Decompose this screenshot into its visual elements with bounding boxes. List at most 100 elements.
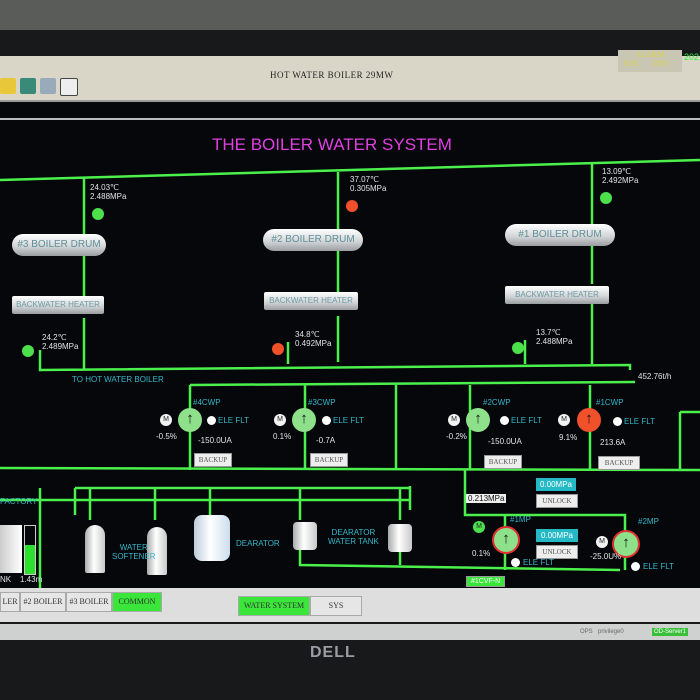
status-bar (0, 624, 700, 640)
motor-icon[interactable]: M (596, 536, 608, 548)
valve-motor-icon[interactable] (22, 345, 34, 357)
clock-icon[interactable] (60, 78, 78, 96)
tab-water-system[interactable]: WATER SYSTEM (238, 596, 310, 616)
pump-percent: -0.5% (156, 432, 177, 441)
pump-2mp-icon[interactable]: ↑ (612, 530, 640, 558)
backup-button[interactable]: BACKUP (194, 453, 232, 467)
dearator-water-tank[interactable] (388, 524, 412, 552)
fault-label: ELE FLT (218, 416, 249, 425)
tank-level: 1.43m (20, 575, 43, 584)
pump-current: 213.6A (600, 438, 626, 447)
pump-percent: 9.1% (559, 433, 578, 442)
fault-label: ELE FLT (643, 562, 674, 571)
unlock-button[interactable]: UNLOCK (536, 494, 578, 508)
boiler-2-drum[interactable]: #2 BOILER DRUM (263, 229, 363, 251)
page-title: THE BOILER WATER SYSTEM (212, 135, 452, 154)
valve-motor-icon[interactable] (600, 192, 612, 204)
pump-name: #2CWP (483, 398, 511, 407)
motor-icon[interactable]: M (558, 414, 570, 426)
dev-button[interactable]: DEV (653, 59, 670, 68)
valve-motor-icon[interactable] (92, 208, 104, 220)
motor-icon[interactable]: M (160, 414, 172, 426)
cvf-button[interactable]: #1CVF-N (466, 576, 506, 587)
motor-icon[interactable]: M (448, 414, 460, 426)
softener-tank[interactable] (85, 525, 105, 573)
main-pressure: 0.213MPa (466, 494, 507, 503)
pump-1cwp-icon[interactable]: ↑ (577, 408, 601, 432)
fault-indicator (631, 562, 640, 571)
pen-icon[interactable] (40, 78, 56, 94)
water-tank[interactable] (0, 525, 22, 573)
pump-name: #3CWP (308, 398, 336, 407)
pump-name: #1MP (510, 515, 531, 524)
pressure-2: 0.00MPa (536, 529, 578, 542)
alarm-label[interactable]: ALARM (635, 50, 665, 59)
pump-3cwp-icon[interactable]: ↑ (292, 408, 316, 432)
pump-current: -0.7A (316, 436, 336, 445)
unlock-button[interactable]: UNLOCK (536, 545, 578, 559)
boiler-1-drum[interactable]: #1 BOILER DRUM (505, 224, 615, 246)
boiler-3-heater[interactable]: BACKWATER HEATER (12, 296, 104, 314)
to-boiler-label: TO HOT WATER BOILER (72, 375, 164, 384)
database-icon[interactable] (20, 78, 36, 94)
tank-level-bar (24, 525, 36, 575)
tab-sys[interactable]: SYS (310, 596, 362, 616)
pump-name: #1CWP (596, 398, 624, 407)
boiler-3-drum[interactable]: #3 BOILER DRUM (12, 234, 106, 256)
dearator-label: DEARATOR (236, 539, 280, 548)
pump-2cwp-icon[interactable]: ↑ (466, 408, 490, 432)
fault-indicator (511, 558, 520, 567)
fault-indicator (500, 416, 509, 425)
factory-label: FACTORY (0, 497, 38, 506)
fault-label: ELE FLT (624, 417, 655, 426)
divider (0, 118, 700, 120)
pump-percent: 0.1% (273, 432, 292, 441)
pressure-1: 0.00MPa (536, 478, 576, 491)
tab-1-boiler[interactable]: LER (0, 592, 20, 612)
fault-label: ELE FLT (333, 416, 364, 425)
fault-indicator (322, 416, 331, 425)
fault-indicator (613, 417, 622, 426)
tab-3-boiler[interactable]: #3 BOILER (66, 592, 112, 612)
fault-label: ELE FLT (511, 416, 542, 425)
clock: 202 (684, 52, 700, 62)
flow-reading: 452.76t/h (638, 372, 672, 381)
softener-tank[interactable] (147, 527, 167, 575)
backup-button[interactable]: BACKUP (598, 456, 640, 470)
pump-name: #4CWP (193, 398, 221, 407)
valve-motor-icon[interactable] (346, 200, 358, 212)
motor-icon[interactable]: M (473, 521, 485, 533)
backup-button[interactable]: BACKUP (310, 453, 348, 467)
soe-button[interactable]: SOE (624, 59, 640, 68)
boiler-1-heater[interactable]: BACKWATER HEATER (505, 286, 609, 304)
pump-1mp-icon[interactable]: ↑ (492, 526, 520, 554)
dearator-water-tank[interactable] (293, 522, 317, 550)
fault-indicator (207, 416, 216, 425)
hmi-canvas (0, 102, 700, 588)
pump-name: #2MP (638, 517, 659, 526)
motor-icon[interactable]: M (274, 414, 286, 426)
tab-2-boiler[interactable]: #2 BOILER (20, 592, 66, 612)
dell-logo: DELL (310, 644, 356, 661)
tab-common[interactable]: COMMON (112, 592, 162, 612)
valve-motor-icon[interactable] (272, 343, 284, 355)
folder-icon[interactable] (0, 78, 16, 94)
pump-current: -150.0UA (488, 437, 522, 446)
dearator-tank[interactable] (194, 515, 230, 561)
alarm-panel[interactable]: ALARM SOE DEV (618, 50, 682, 72)
user-label: privilege0 (598, 629, 624, 635)
title-bar (0, 56, 700, 102)
fault-label: ELE FLT (523, 558, 554, 567)
valve-motor-icon[interactable] (512, 342, 524, 354)
pump-percent: -0.2% (446, 432, 467, 441)
backup-button[interactable]: BACKUP (484, 455, 522, 469)
pump-4cwp-icon[interactable]: ↑ (178, 408, 202, 432)
boiler-2-heater[interactable]: BACKWATER HEATER (264, 292, 358, 310)
pump-percent: -25.0U% (590, 552, 622, 561)
